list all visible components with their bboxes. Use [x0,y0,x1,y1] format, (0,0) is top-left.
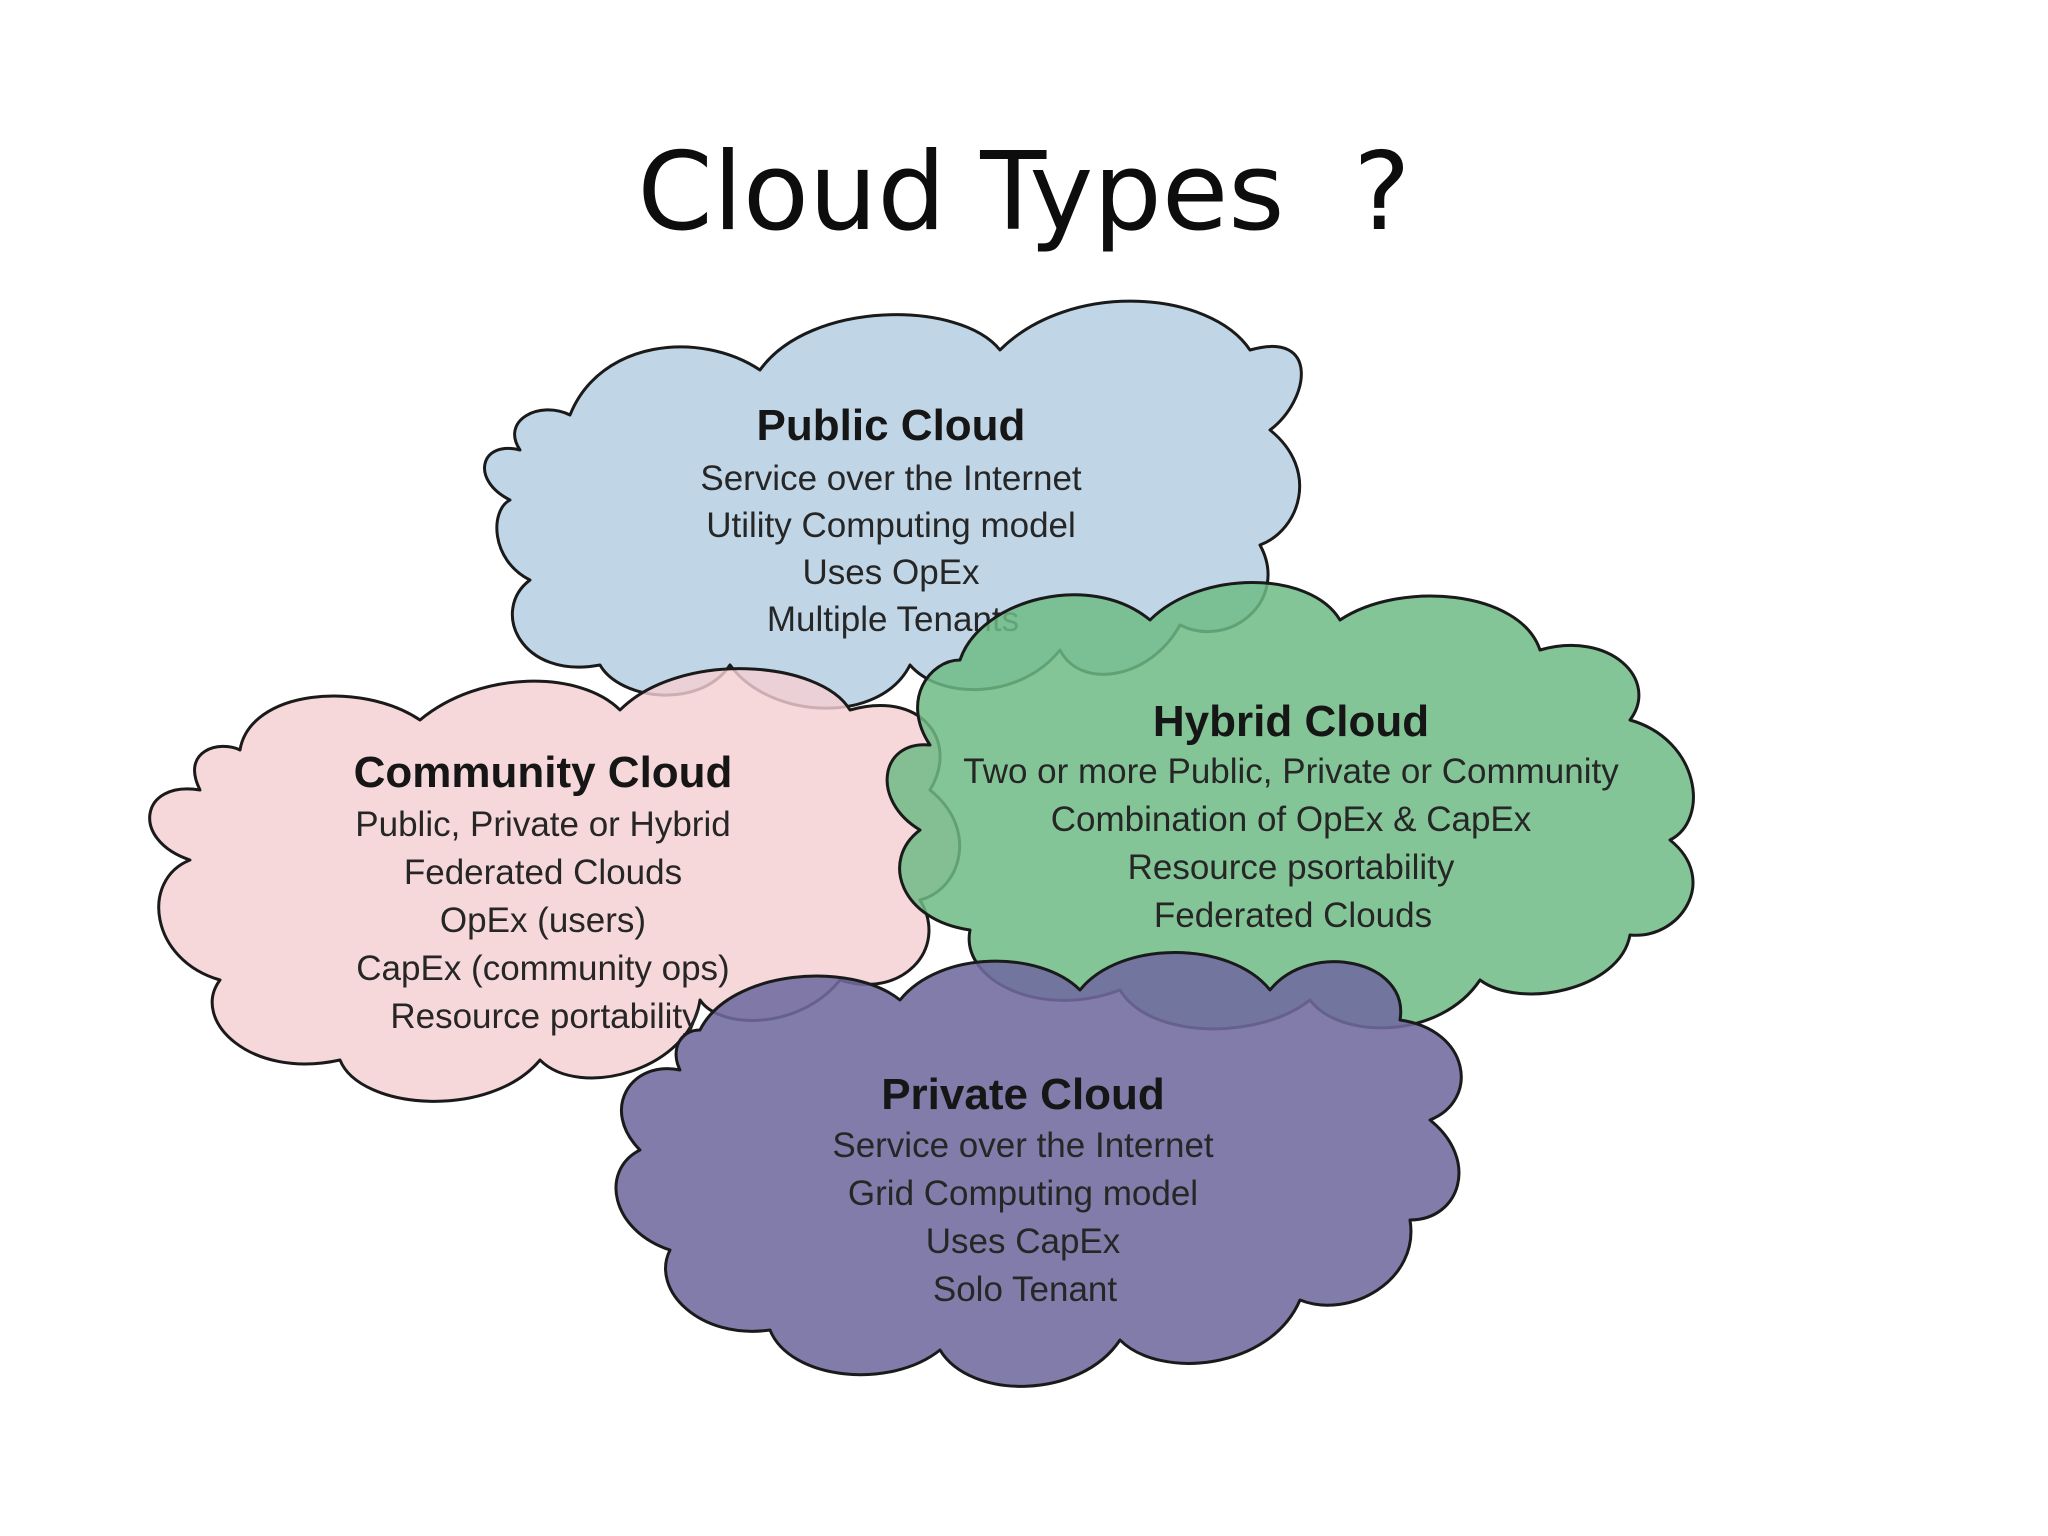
community-cloud-line: Federated Clouds [404,853,682,892]
private-cloud-heading: Private Cloud [881,1070,1165,1119]
hybrid-cloud-line: Federated Clouds [1154,896,1432,935]
hybrid-cloud-text: Hybrid Cloud Two or more Public, Private… [963,697,1622,935]
hybrid-cloud-line: Two or more Public, Private or Community [963,752,1619,791]
community-cloud-line: Resource portability [390,997,700,1036]
slide-title: Cloud Types ? [637,130,1411,255]
public-cloud-line: Utility Computing model [706,506,1076,545]
community-cloud-line: CapEx (community ops) [356,949,729,988]
hybrid-cloud-line: Resource psortability [1128,848,1455,887]
public-cloud-text: Public Cloud Service over the Internet U… [700,401,1085,639]
private-cloud-line: Service over the Internet [832,1126,1214,1165]
community-cloud-heading: Community Cloud [354,748,733,797]
private-cloud-shape [614,951,1463,1388]
hybrid-cloud: Hybrid Cloud Two or more Public, Private… [885,581,1695,1031]
community-cloud-text: Community Cloud Public, Private or Hybri… [354,748,737,1036]
public-cloud-heading: Public Cloud [757,401,1026,450]
hybrid-cloud-line: Combination of OpEx & CapEx [1051,800,1532,839]
private-cloud-text: Private Cloud Service over the Internet … [832,1070,1217,1309]
community-cloud-line: Public, Private or Hybrid [355,805,730,844]
private-cloud-line: Solo Tenant [933,1270,1118,1309]
public-cloud-line: Uses OpEx [803,553,980,592]
public-cloud-line: Service over the Internet [700,459,1082,498]
hybrid-cloud-shape [885,581,1695,1031]
private-cloud-line: Grid Computing model [848,1174,1198,1213]
community-cloud-line: OpEx (users) [440,901,646,940]
private-cloud: Private Cloud Service over the Internet … [614,951,1463,1388]
private-cloud-line: Uses CapEx [926,1222,1121,1261]
hybrid-cloud-heading: Hybrid Cloud [1153,697,1429,746]
